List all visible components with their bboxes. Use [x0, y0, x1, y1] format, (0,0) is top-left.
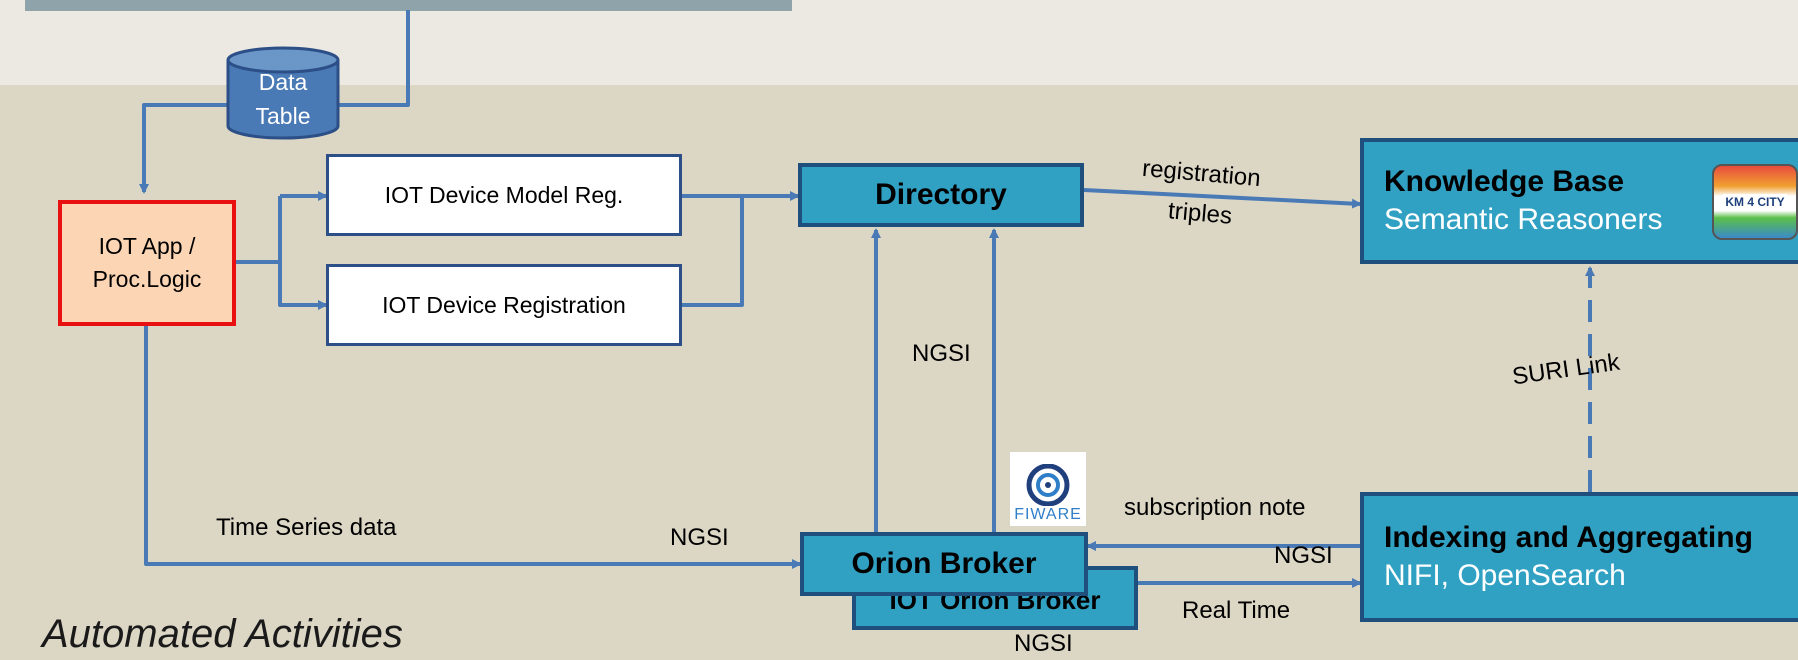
- directory-label: Directory: [875, 178, 1007, 211]
- orion-broker-label: Orion Broker: [851, 547, 1037, 580]
- km4city-logo-icon: KM 4 CITY: [1712, 164, 1798, 240]
- device-reg-to-directory-connector: [682, 196, 744, 307]
- iot-device-registration-box: IOT Device Registration: [326, 264, 682, 346]
- table-to-iotapp-arrow: [139, 103, 228, 194]
- knowledge-base-title: Knowledge Base: [1384, 165, 1625, 198]
- subscription-note-label: subscription note: [1124, 494, 1306, 521]
- fiware-swirl-icon: [1026, 464, 1070, 506]
- ngsi-left-label: NGSI: [670, 524, 729, 551]
- ngsi-mid-label: NGSI: [912, 340, 971, 367]
- automated-activities-title: Automated Activities: [42, 612, 403, 656]
- fiware-logo-text: FIWARE: [1014, 506, 1082, 523]
- indexing-aggregating-title: Indexing and Aggregating: [1384, 521, 1753, 554]
- ngsi-bottom-label: NGSI: [1014, 630, 1073, 657]
- data-table-label-line-2: Table: [256, 103, 311, 129]
- real-time-label: Real Time: [1182, 597, 1291, 624]
- iot-app-label-line-1: IOT App /: [98, 233, 196, 259]
- knowledge-base-subtitle: Semantic Reasoners: [1384, 203, 1663, 236]
- iot-device-registration-label: IOT Device Registration: [382, 291, 626, 318]
- top-bar: [25, 0, 792, 11]
- data-table-label-line-1: Data: [259, 69, 308, 95]
- triples-label: triples: [1166, 197, 1234, 230]
- fiware-logo-icon: FIWARE: [1010, 452, 1086, 526]
- indexing-aggregating-subtitle: NIFI, OpenSearch: [1384, 559, 1626, 592]
- iotapp-branch-connector: [234, 196, 282, 264]
- iot-device-model-reg-label: IOT Device Model Reg.: [384, 181, 624, 208]
- time-series-label: Time Series data: [216, 514, 397, 541]
- iotapp-to-device-reg-arrow: [278, 262, 328, 310]
- iot-app-label-line-2: Proc.Logic: [92, 266, 202, 292]
- ngsi-right-label: NGSI: [1274, 542, 1333, 569]
- iot-device-model-reg-box: IOT Device Model Reg.: [326, 154, 682, 236]
- iot-app-box: IOT App / Proc.Logic: [58, 200, 236, 326]
- directory-box: Directory: [798, 163, 1084, 227]
- directory-to-kb-arrow: [1083, 188, 1362, 209]
- km4city-logo-text: KM 4 CITY: [1723, 194, 1787, 210]
- indexing-aggregating-box: Indexing and Aggregating NIFI, OpenSearc…: [1360, 492, 1798, 622]
- topbar-to-table-connector: [338, 10, 410, 107]
- orion-broker-box: Orion Broker: [800, 532, 1088, 596]
- iotapp-to-orion-arrow: [144, 324, 802, 569]
- data-table-cylinder: [226, 46, 340, 140]
